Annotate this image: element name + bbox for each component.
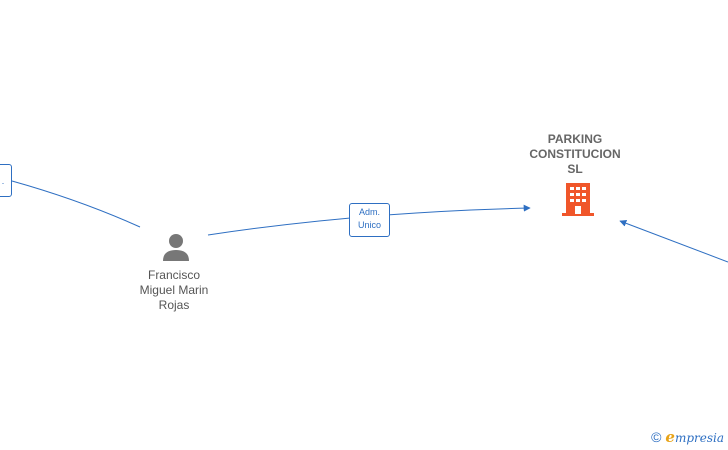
company-name-line-3: SL: [567, 162, 583, 176]
company-name-line-1: PARKING: [547, 132, 603, 146]
brand-logo: empresia: [665, 428, 724, 446]
empresia-watermark: © empresia: [651, 428, 724, 446]
edge-label-line-2: Unico: [357, 220, 381, 230]
person-name-line-3: Rojas: [158, 298, 190, 312]
edge-label-line-1: Adm.: [358, 207, 380, 217]
edge-right-to-company: [619, 219, 728, 263]
edge-label-left-partial[interactable]: .: [0, 164, 12, 197]
person-name-label[interactable]: Francisco Miguel Marin Rojas: [124, 268, 224, 313]
edge-label-adm-unico[interactable]: Adm. Unico: [349, 203, 390, 237]
brand-rest: mpresia: [674, 431, 724, 445]
person-name-line-1: Francisco: [147, 268, 200, 282]
company-name-line-2: CONSTITUCION: [529, 147, 621, 161]
person-name-line-2: Miguel Marin: [139, 283, 209, 297]
building-icon[interactable]: [562, 183, 594, 216]
brand-initial: e: [665, 428, 675, 446]
copyright-icon: ©: [651, 429, 662, 445]
person-icon[interactable]: [163, 234, 189, 261]
edge-label-left-text: .: [1, 176, 5, 186]
company-name-label[interactable]: PARKING CONSTITUCION SL: [515, 132, 635, 177]
edge-left-to-person: [11, 180, 141, 228]
